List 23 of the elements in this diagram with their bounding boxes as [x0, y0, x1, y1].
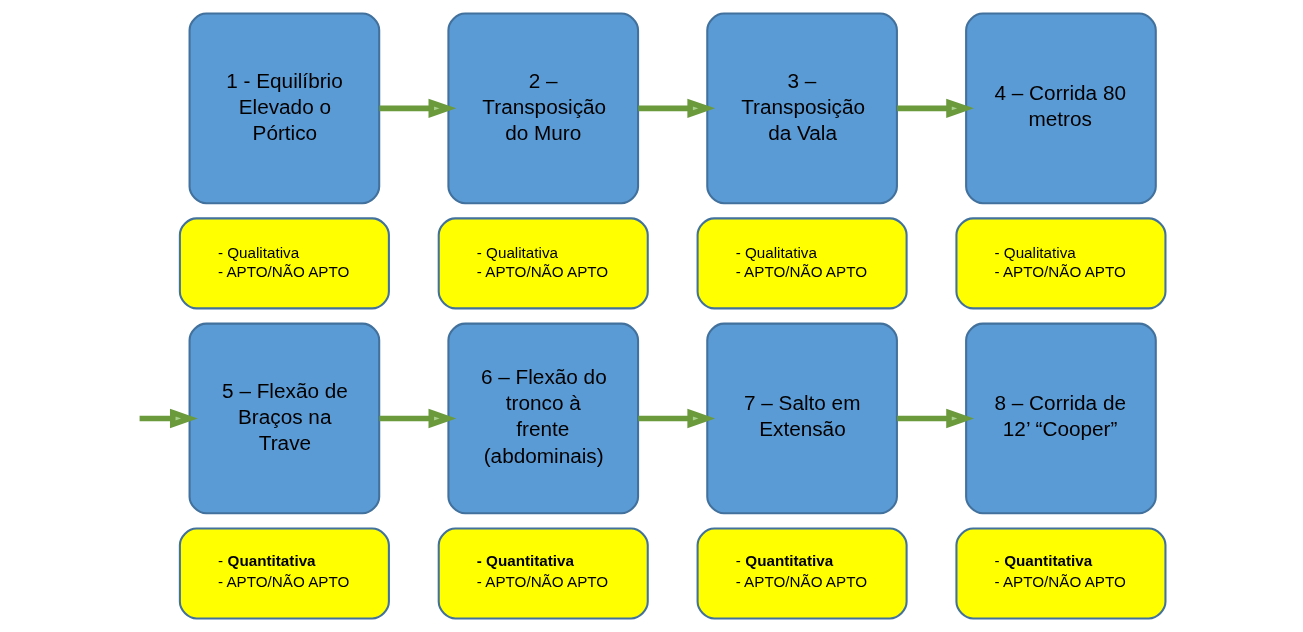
arrow: [637, 98, 715, 119]
node-box: 6 – Flexão do tronco à frente (abdominais): [446, 322, 639, 515]
node-box: 1 - Equilíbrio Elevado o Pórtico: [188, 12, 380, 205]
arrow: [896, 98, 974, 119]
node-box: 4 – Corrida 80 metros: [964, 12, 1157, 205]
arrow: [139, 408, 198, 429]
node-box: - Quantitativa - APTO/NÃO APTO: [696, 527, 908, 620]
node-box: - Qualitativa - APTO/NÃO APTO: [954, 217, 1166, 310]
arrow: [637, 408, 715, 429]
node-box: 3 – Transposição da Vala: [705, 12, 898, 205]
node-box: - Qualitativa - APTO/NÃO APTO: [696, 217, 908, 310]
node-box: 2 – Transposição do Muro: [446, 12, 639, 205]
arrow: [378, 98, 456, 119]
node-box: - Quantitativa - APTO/NÃO APTO: [954, 527, 1166, 620]
node-box: - Qualitativa - APTO/NÃO APTO: [437, 217, 649, 310]
node-box: - Quantitativa - APTO/NÃO APTO: [178, 527, 390, 620]
node-box: 7 – Salto em Extensão: [705, 322, 898, 515]
arrow: [378, 408, 456, 429]
node-box: - Qualitativa - APTO/NÃO APTO: [178, 217, 390, 310]
node-box: 8 – Corrida de 12’ “Cooper”: [964, 322, 1157, 515]
node-box: 5 – Flexão de Braços na Trave: [188, 322, 380, 515]
arrow: [896, 408, 974, 429]
node-box: - Quantitativa - APTO/NÃO APTO: [437, 527, 649, 620]
